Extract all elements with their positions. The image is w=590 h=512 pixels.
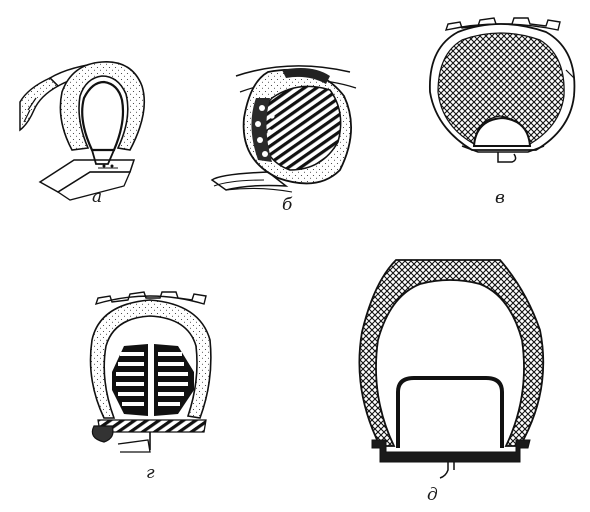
panel-v-label: в xyxy=(495,188,505,208)
panel-a-tire-section xyxy=(19,61,146,201)
panel-v-tire-section xyxy=(429,17,576,163)
panel-b-tire-section xyxy=(210,65,357,193)
panel-d-label: д xyxy=(427,485,438,505)
panel-a-label: а xyxy=(92,187,102,207)
panel-d-tire-section xyxy=(358,259,545,479)
panel-g-tire-section xyxy=(89,291,212,453)
panel-g-label: г xyxy=(146,463,155,483)
panel-b-label: б xyxy=(282,195,293,215)
